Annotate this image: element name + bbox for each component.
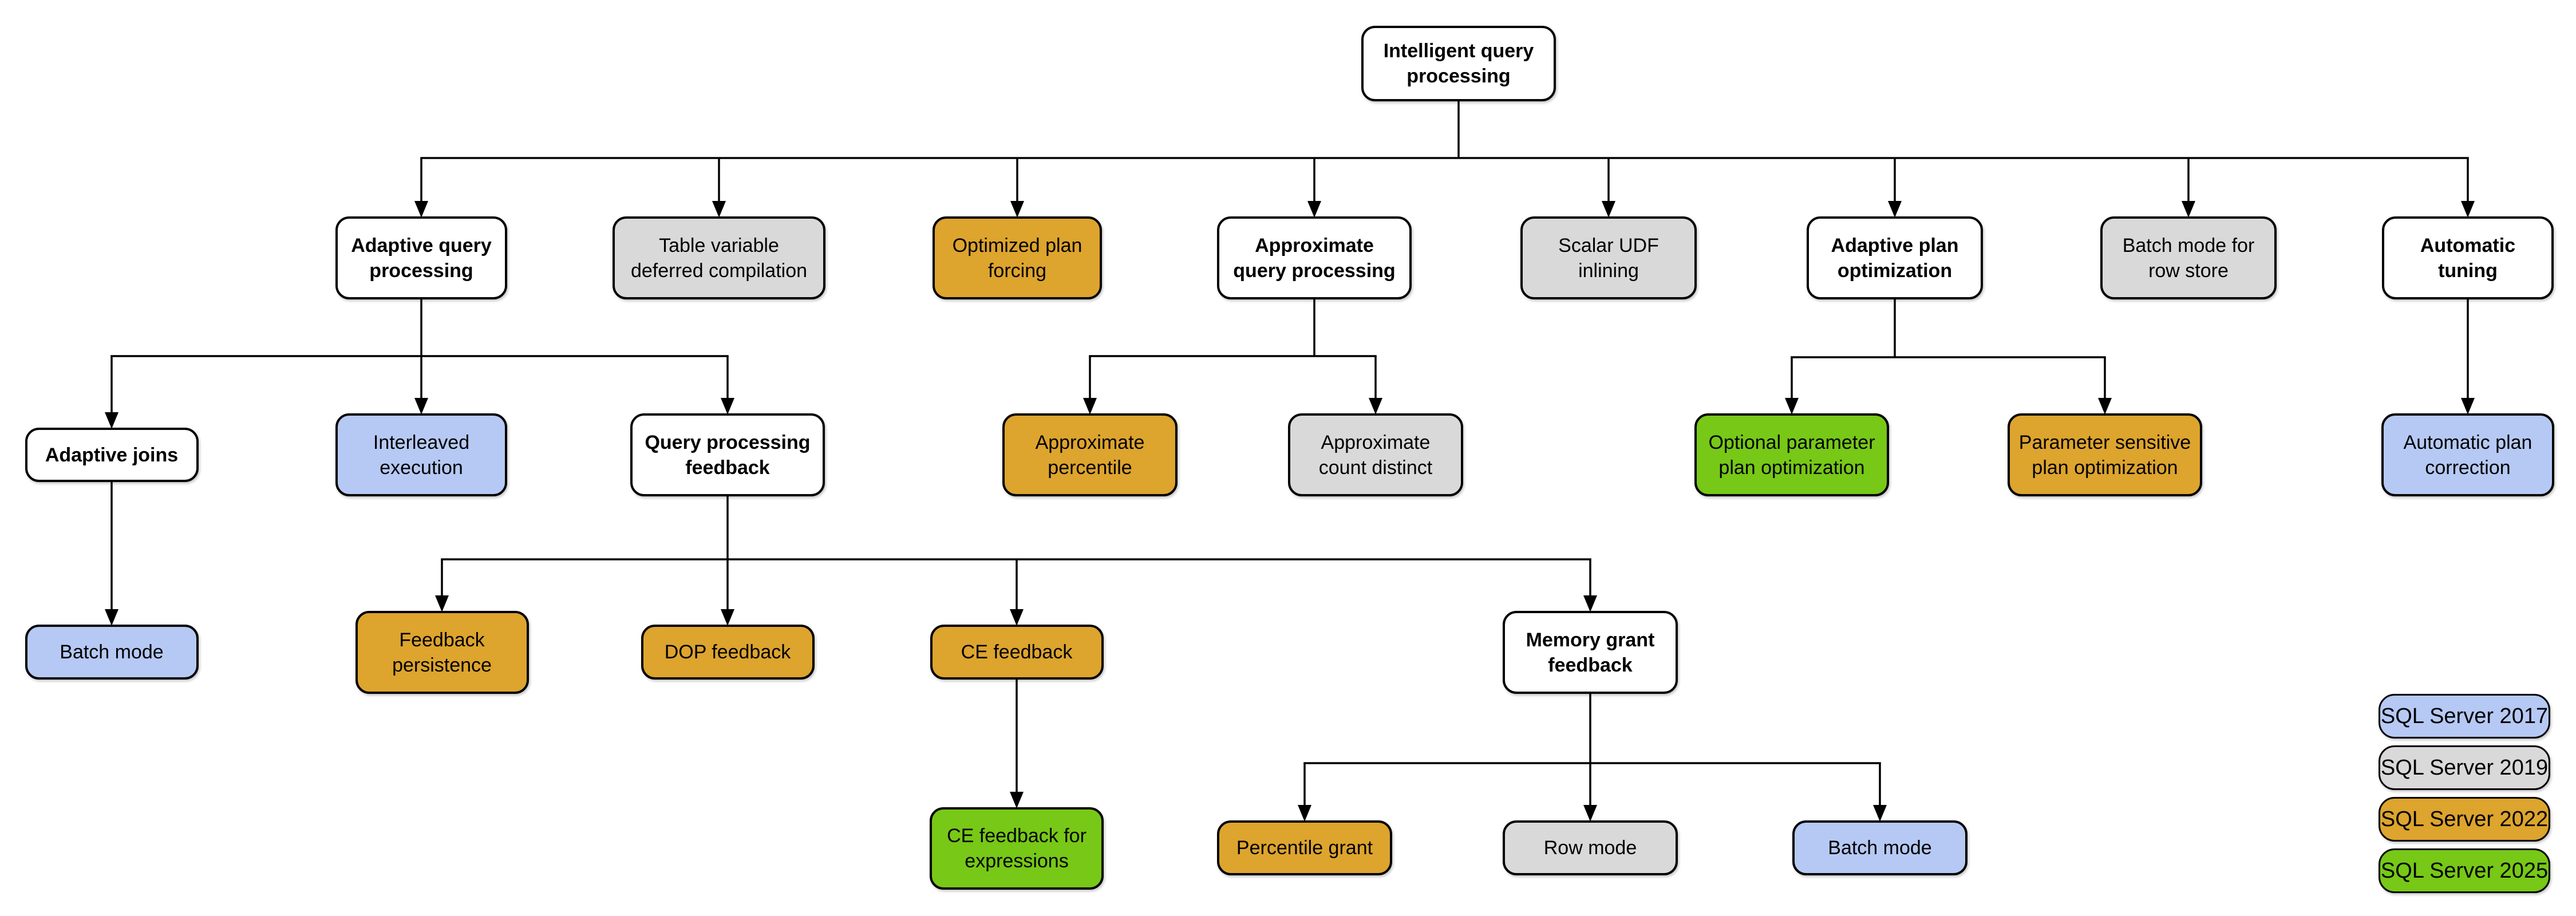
node-cefe: CE feedback for expressions bbox=[930, 807, 1104, 890]
arrowhead-icon bbox=[721, 398, 734, 414]
arrowhead-icon bbox=[2098, 398, 2112, 414]
node-opf: Optimized plan forcing bbox=[933, 216, 1102, 299]
arrowhead-icon bbox=[1873, 805, 1887, 822]
legend-item-sql-server-2025: SQL Server 2025 bbox=[2379, 848, 2550, 893]
node-acd: Approximate count distinct bbox=[1288, 413, 1463, 496]
arrowhead-icon bbox=[1369, 398, 1382, 414]
arrowhead-icon bbox=[1010, 201, 1024, 218]
node-qpf: Query processing feedback bbox=[630, 413, 825, 496]
arrowhead-icon bbox=[721, 609, 734, 626]
arrowhead-icon bbox=[435, 595, 449, 612]
arrowhead-icon bbox=[414, 398, 428, 414]
arrowhead-icon bbox=[1307, 201, 1321, 218]
arrowhead-icon bbox=[1010, 792, 1024, 808]
node-rm: Row mode bbox=[1503, 820, 1678, 875]
node-aqp: Adaptive query processing bbox=[335, 216, 507, 299]
legend-item-sql-server-2019: SQL Server 2019 bbox=[2379, 745, 2550, 790]
arrowhead-icon bbox=[105, 609, 118, 626]
node-bmrs: Batch mode for row store bbox=[2100, 216, 2277, 299]
node-cef: CE feedback bbox=[930, 625, 1104, 680]
node-dop: DOP feedback bbox=[641, 625, 815, 680]
node-tvdc: Table variable deferred compilation bbox=[613, 216, 825, 299]
node-bm1: Batch mode bbox=[25, 625, 199, 680]
node-ap: Approximate percentile bbox=[1002, 413, 1178, 496]
arrowhead-icon bbox=[1583, 595, 1597, 612]
arrowhead-icon bbox=[1583, 805, 1597, 822]
arrowhead-icon bbox=[2182, 201, 2195, 218]
arrowhead-icon bbox=[1602, 201, 1615, 218]
node-fp: Feedback persistence bbox=[355, 611, 529, 694]
node-apc: Automatic plan correction bbox=[2381, 413, 2554, 496]
arrowhead-icon bbox=[414, 201, 428, 218]
node-apqp: Approximate query processing bbox=[1217, 216, 1412, 299]
arrowhead-icon bbox=[2461, 398, 2475, 414]
legend-item-sql-server-2022: SQL Server 2022 bbox=[2379, 797, 2550, 842]
node-root: Intelligent query processing bbox=[1361, 26, 1556, 101]
arrowhead-icon bbox=[1298, 805, 1311, 822]
arrowhead-icon bbox=[1010, 609, 1024, 626]
node-pspo: Parameter sensitive plan optimization bbox=[2008, 413, 2202, 496]
node-oppo: Optional parameter plan optimization bbox=[1694, 413, 1889, 496]
node-aj: Adaptive joins bbox=[25, 428, 199, 482]
node-apo: Adaptive plan optimization bbox=[1807, 216, 1983, 299]
arrowhead-icon bbox=[712, 201, 726, 218]
arrowhead-icon bbox=[1083, 398, 1097, 414]
node-sudf: Scalar UDF inlining bbox=[1520, 216, 1697, 299]
arrowhead-icon bbox=[1888, 201, 1902, 218]
node-bm2: Batch mode bbox=[1792, 820, 1967, 875]
node-ie: Interleaved execution bbox=[335, 413, 507, 496]
node-mgf: Memory grant feedback bbox=[1503, 611, 1678, 694]
node-at: Automatic tuning bbox=[2382, 216, 2554, 299]
legend-item-sql-server-2017: SQL Server 2017 bbox=[2379, 694, 2550, 739]
node-pg: Percentile grant bbox=[1217, 820, 1392, 875]
arrowhead-icon bbox=[2461, 201, 2475, 218]
arrowhead-icon bbox=[105, 412, 118, 429]
arrowhead-icon bbox=[1785, 398, 1799, 414]
